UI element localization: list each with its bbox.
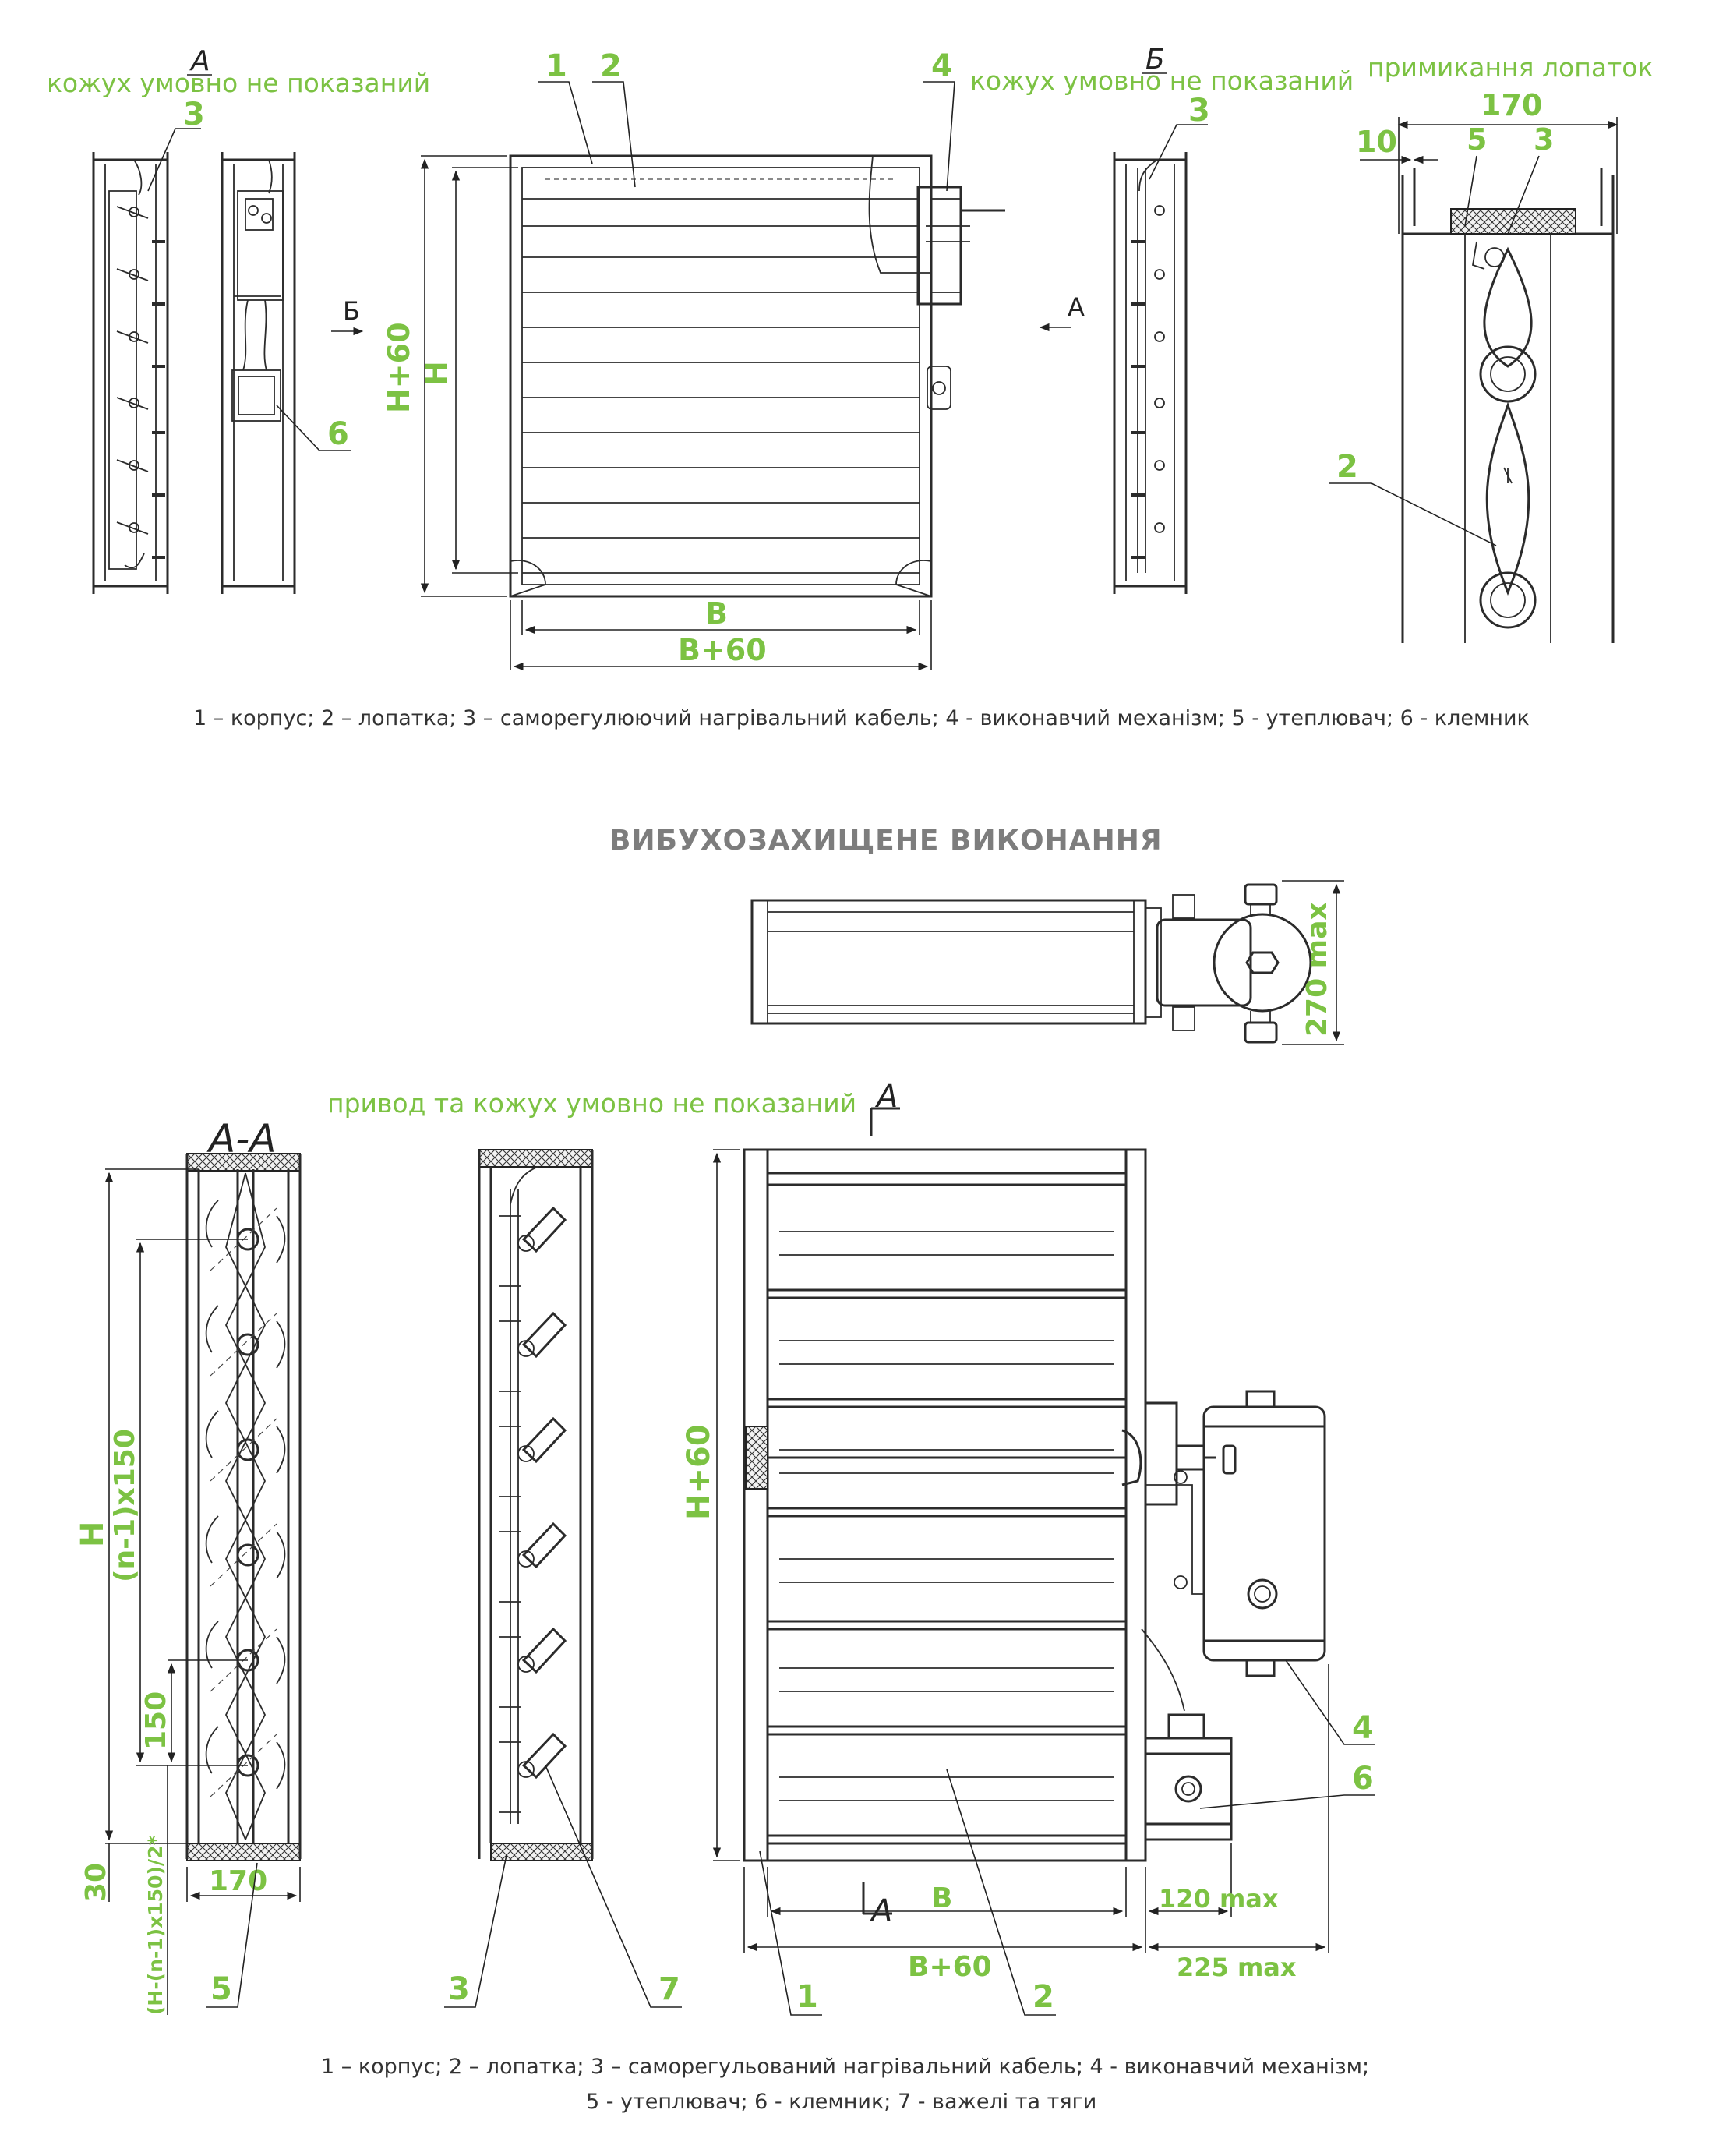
- arrow-a: А: [1039, 292, 1085, 332]
- arrow-b-label: Б: [343, 296, 360, 326]
- note-blade-junction: примикання лопаток: [1368, 52, 1653, 83]
- callout-5-detail: 5: [1467, 122, 1487, 157]
- dim-170-top: 170: [1481, 88, 1542, 122]
- dim-270-max: 270 max: [1301, 902, 1333, 1037]
- dim-170-bottom: 170: [209, 1865, 267, 1897]
- dim-pitch: 150: [140, 1691, 172, 1750]
- callout-2-top: 2: [600, 48, 622, 84]
- dim-remainder: (H-(n-1)x150)/2*: [144, 1836, 167, 2015]
- callouts-top: 3 1 2 4 3 5 3 2 6: [147, 48, 1554, 546]
- callout-1-top: 1: [545, 48, 567, 84]
- caption-bottom-line2: 5 - утеплювач; 6 - клемник; 7 - важелі т…: [586, 2090, 1096, 2114]
- exproof-top-view: 270 max: [750, 880, 1344, 1045]
- callout-3-bottom: 3: [448, 1971, 470, 2007]
- arrow-a-label: А: [1068, 292, 1085, 322]
- callout-3-detail: 3: [1534, 122, 1554, 157]
- dim-b-outer-bottom: В+60: [908, 1951, 992, 1983]
- view-a-profile: [92, 152, 169, 594]
- callout-6-bottom: 6: [1352, 1761, 1374, 1797]
- dim-b-inner: В: [705, 596, 728, 631]
- exproof-front-view: Н+60 В В+60 120 max 225 max А: [681, 1148, 1329, 1983]
- callout-6-top: 6: [327, 416, 349, 452]
- dim-h-outer-bottom: Н+60: [681, 1424, 717, 1520]
- dim-h-inner: Н: [419, 361, 454, 386]
- front-view: Н+60 Н В В+60: [382, 154, 1005, 671]
- callout-5-bottom: 5: [210, 1971, 232, 2007]
- callouts-bottom: 5 3 7 1 2 4 6: [206, 1659, 1375, 2016]
- section-heading: ВИБУХОЗАХИЩЕНЕ ВИКОНАННЯ: [609, 825, 1163, 857]
- bottom-drawing: 270 max привод та кожух умовно не показа…: [75, 880, 1375, 2114]
- callout-4-bottom: 4: [1352, 1710, 1374, 1746]
- dim-30: 30: [80, 1863, 112, 1902]
- callout-3-right: 3: [1188, 93, 1210, 129]
- cut-letter-bottom: А: [869, 1893, 892, 1929]
- top-drawing: Б Н+60: [47, 44, 1653, 730]
- blade-junction-detail: [1360, 117, 1618, 643]
- callout-4-top: 4: [931, 48, 953, 84]
- dim-h-section: Н: [75, 1522, 111, 1547]
- dim-10: 10: [1356, 125, 1397, 159]
- caption-bottom-line1: 1 – корпус; 2 – лопатка; 3 – саморегульо…: [321, 2055, 1369, 2079]
- side-section-cable: [478, 1149, 594, 1861]
- callout-3-left: 3: [183, 97, 205, 133]
- dim-pitch-sum: (n-1)x150: [109, 1429, 141, 1582]
- caption-top: 1 – корпус; 2 – лопатка; 3 – саморегулюю…: [193, 706, 1530, 730]
- dim-120-max: 120 max: [1159, 1884, 1279, 1914]
- arrow-b: Б: [331, 296, 364, 336]
- dim-b-outer: В+60: [678, 633, 767, 667]
- section-a-a: А-А: [75, 1116, 302, 2015]
- callout-7-bottom: 7: [658, 1971, 680, 2007]
- callout-1-bottom: 1: [796, 1979, 818, 2015]
- dim-h-outer: Н+60: [382, 322, 416, 413]
- view-b-letter: Б: [1145, 44, 1165, 76]
- view-a-letter: А: [189, 45, 210, 77]
- dim-b-inner-bottom: В: [931, 1882, 952, 1914]
- note-view-b: кожух умовно не показаний: [970, 65, 1354, 96]
- view-right-profile: [1113, 152, 1188, 594]
- dim-225-max: 225 max: [1177, 1953, 1297, 1982]
- callout-2-bottom: 2: [1032, 1979, 1054, 2015]
- note-drive-hidden: привод та кожух умовно не показаний: [327, 1088, 856, 1119]
- view-b-profile: [221, 152, 296, 594]
- note-view-a: кожух умовно не показаний: [47, 68, 430, 98]
- callout-2-detail: 2: [1336, 449, 1358, 485]
